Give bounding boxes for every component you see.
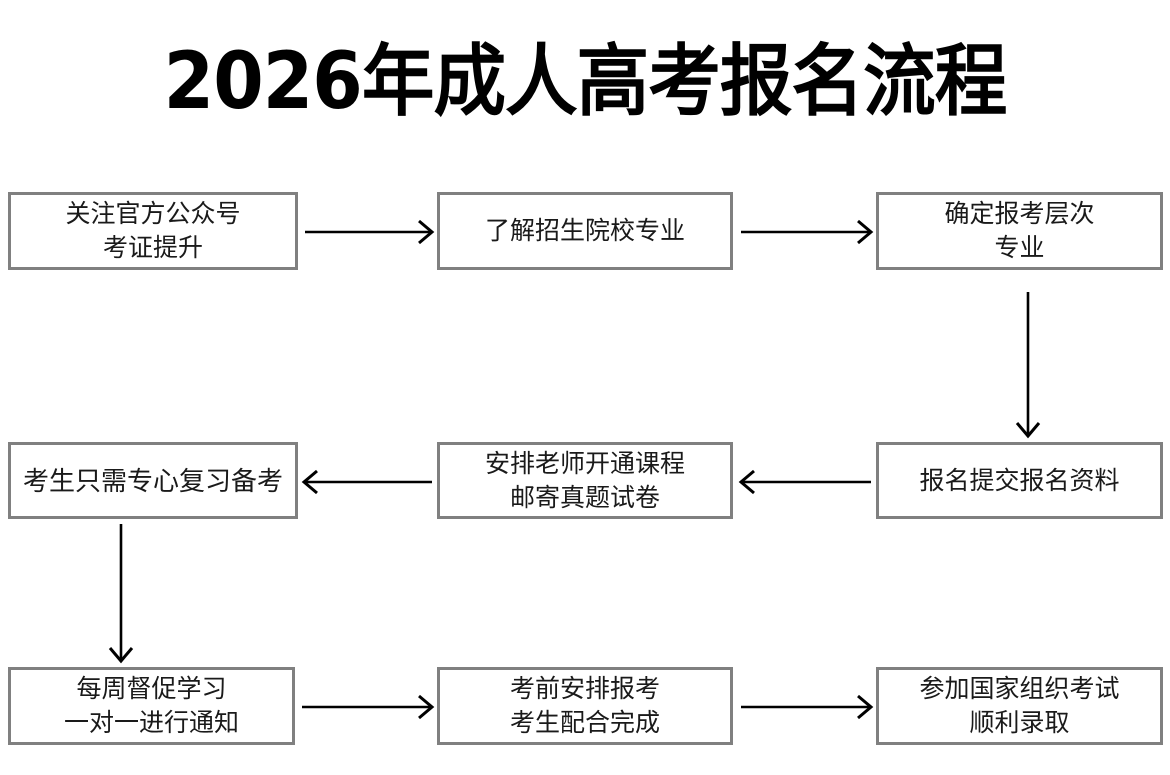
arrow-node8-to-node9: [741, 694, 874, 720]
arrow-node3-to-node4: [1015, 292, 1041, 439]
flow-node-line: 安排老师开通课程: [484, 449, 685, 478]
arrow-node5-to-node6: [301, 469, 432, 495]
flow-node-arrange-teacher-course[interactable]: 安排老师开通课程 邮寄真题试卷: [437, 442, 733, 519]
arrow-node1-to-node2: [305, 219, 435, 245]
flow-node-line: 确定报考层次: [944, 200, 1095, 228]
flow-node-line: 顺利录取: [969, 709, 1070, 737]
flow-node-follow-official-account[interactable]: 关注官方公众号 考证提升: [8, 192, 298, 270]
flow-node-line: 专业: [994, 234, 1045, 262]
flow-node-line: 报名提交报名资料: [919, 466, 1120, 495]
flow-node-student-focus-review[interactable]: 考生只需专心复习备考: [8, 442, 298, 519]
flow-node-line: 关注官方公众号: [65, 200, 241, 228]
flow-node-line: 每周督促学习: [76, 675, 227, 703]
flow-node-confirm-level-major[interactable]: 确定报考层次 专业: [876, 192, 1163, 270]
arrow-node6-to-node7: [108, 524, 134, 664]
flow-node-line: 一对一进行通知: [63, 709, 239, 737]
flow-node-weekly-supervision[interactable]: 每周督促学习 一对一进行通知: [8, 667, 295, 745]
arrow-node2-to-node3: [741, 219, 874, 245]
flow-node-line: 考生配合完成: [509, 709, 660, 737]
page-title: 2026年成人高考报名流程: [163, 37, 1008, 127]
flow-node-line: 了解招生院校专业: [484, 217, 685, 245]
flow-node-line: 参加国家组织考试: [919, 675, 1120, 703]
flow-node-line: 考前安排报考: [509, 675, 660, 703]
arrow-node7-to-node8: [302, 694, 435, 720]
flow-node-submit-registration-materials[interactable]: 报名提交报名资料: [876, 442, 1163, 519]
flow-node-take-national-exam[interactable]: 参加国家组织考试 顺利录取: [876, 667, 1163, 745]
flow-node-line: 邮寄真题试卷: [509, 483, 660, 512]
flow-node-pre-exam-arrangement[interactable]: 考前安排报考 考生配合完成: [437, 667, 733, 745]
arrow-node4-to-node5: [738, 469, 871, 495]
flow-node-line: 考证提升: [102, 234, 203, 262]
flow-node-learn-schools-majors[interactable]: 了解招生院校专业: [437, 192, 733, 270]
flow-node-line: 考生只需专心复习备考: [22, 465, 283, 496]
